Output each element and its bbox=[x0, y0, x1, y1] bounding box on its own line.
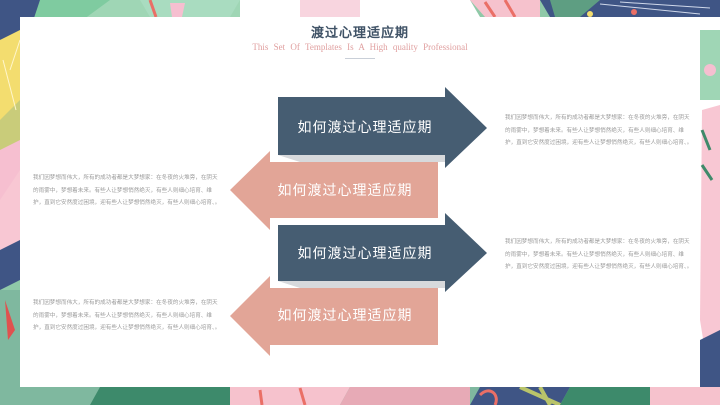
left-arrow-1-label: 如何渡过心理适应期 bbox=[277, 183, 413, 199]
description-left-top: 我们因梦想而伟大，所有的成功者都是大梦想家：在冬夜的火堆旁，在阴天的雨雾中，梦想… bbox=[33, 175, 221, 206]
left-arrow-2-shape bbox=[230, 276, 438, 356]
right-arrow-1-shape bbox=[278, 87, 487, 168]
left-arrow-2-label: 如何渡过心理适应期 bbox=[277, 308, 413, 324]
right-arrow-2-label: 如何渡过心理适应期 bbox=[297, 246, 433, 262]
right-arrow-1-shadow bbox=[278, 155, 445, 162]
slide-title: 渡过心理适应期 bbox=[310, 26, 409, 41]
right-arrow-1-label: 如何渡过心理适应期 bbox=[297, 120, 433, 136]
slide-subtitle: This Set Of Templates Is A High quality … bbox=[252, 42, 468, 52]
title-divider bbox=[345, 58, 375, 59]
right-arrow-2-shadow bbox=[278, 281, 445, 288]
right-arrow-2-shape bbox=[278, 213, 487, 292]
description-right-top: 我们因梦想而伟大，所有的成功者都是大梦想家：在冬夜的火堆旁，在阴天的雨雾中，梦想… bbox=[505, 115, 693, 146]
description-left-bottom: 我们因梦想而伟大，所有的成功者都是大梦想家：在冬夜的火堆旁，在阴天的雨雾中，梦想… bbox=[33, 300, 221, 331]
left-arrow-1-shape bbox=[230, 151, 438, 230]
description-right-bottom: 我们因梦想而伟大，所有的成功者都是大梦想家：在冬夜的火堆旁，在阴天的雨雾中，梦想… bbox=[505, 239, 693, 270]
